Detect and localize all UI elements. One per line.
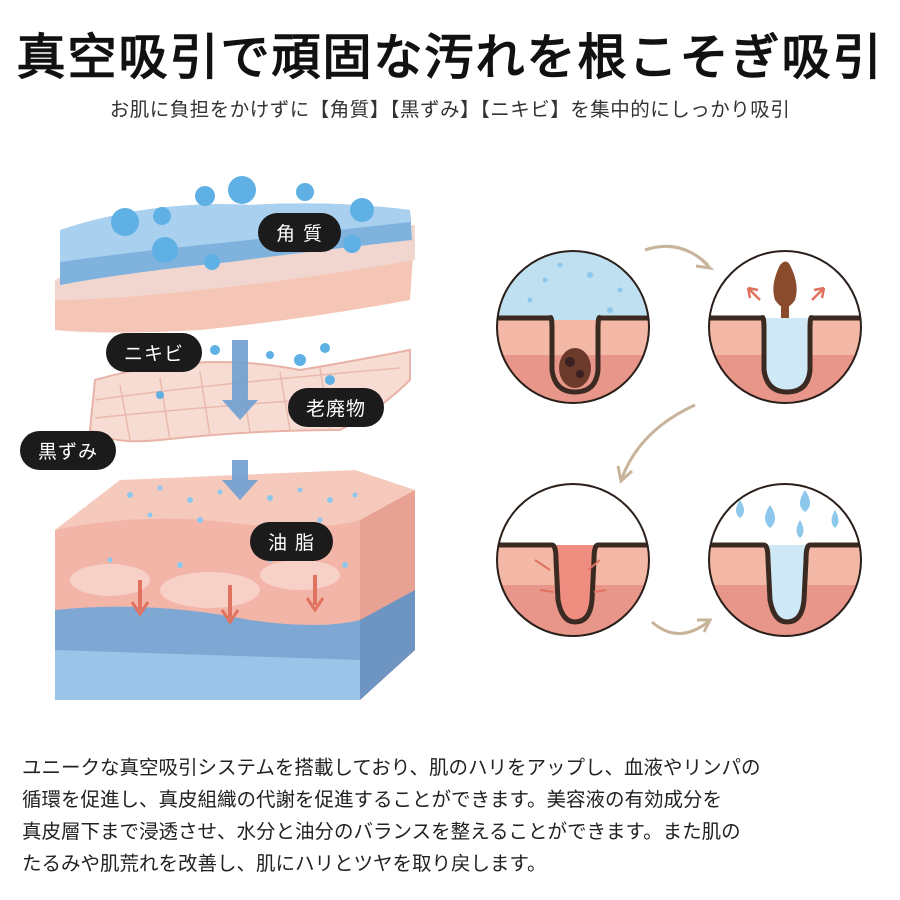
skin-block-illustration: [55, 470, 415, 700]
label-nikibi: ニキビ: [106, 333, 203, 372]
pore-circle-moisturized: [709, 484, 861, 636]
description-line-4: たるみや肌荒れを改善し、肌にハリとツヤを取り戻します。: [22, 852, 547, 875]
label-yushi: 油 脂: [250, 522, 334, 561]
description-line-1: ユニークな真空吸引システムを搭載しており、肌のハリをアップし、血液やリンパの: [22, 756, 761, 779]
description-text: ユニークな真空吸引システムを搭載しており、肌のハリをアップし、血液やリンパの 循…: [22, 752, 882, 880]
headline: 真空吸引で頑固な汚れを根こそぎ吸引: [16, 29, 884, 86]
description-line-3: 真皮層下まで浸透させ、水分と油分のバランスを整えることができます。また肌の: [22, 820, 741, 843]
label-kakushitsu: 角 質: [258, 213, 342, 252]
description-line-2: 循環を促進し、真皮組織の代謝を促進することができます。美容液の有効成分を: [22, 788, 723, 811]
label-rouhaibutsu: 老廃物: [288, 388, 385, 427]
top-layer-illustration: [55, 203, 415, 333]
subline: お肌に負担をかけずに【角質】【黒ずみ】【ニキビ】を集中的にしっかり吸引: [109, 98, 791, 121]
pore-process-illustration: [496, 244, 862, 637]
label-kurozumi: 黒ずみ: [20, 431, 117, 470]
